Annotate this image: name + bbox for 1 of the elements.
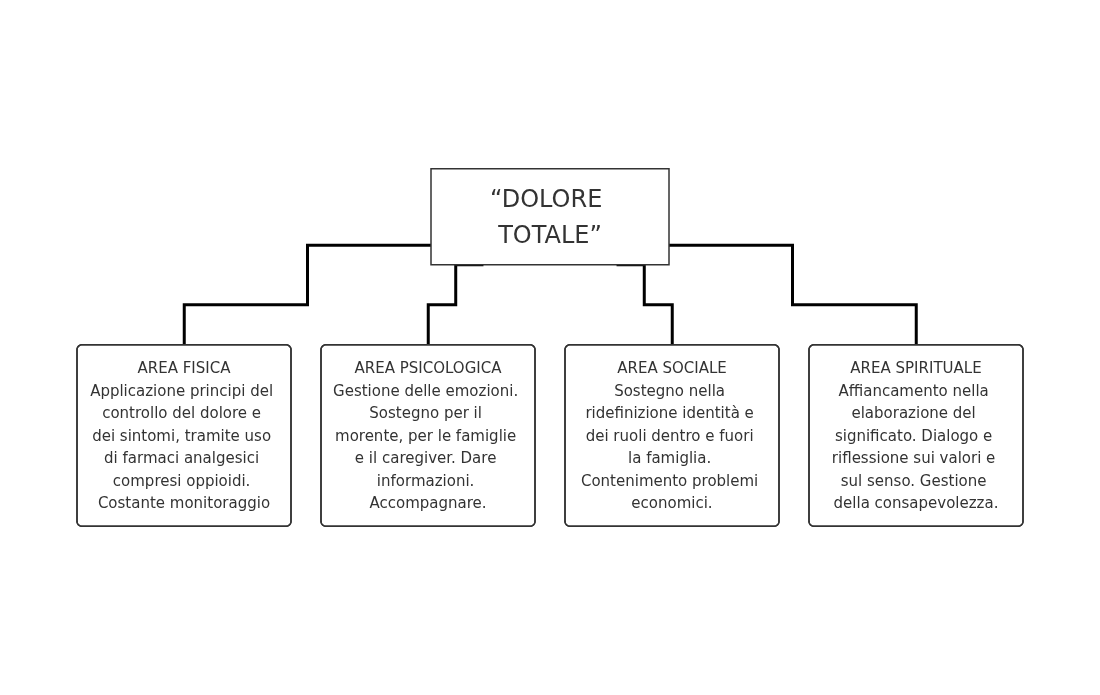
- node-box: “DOLORE TOTALE”: [430, 168, 670, 266]
